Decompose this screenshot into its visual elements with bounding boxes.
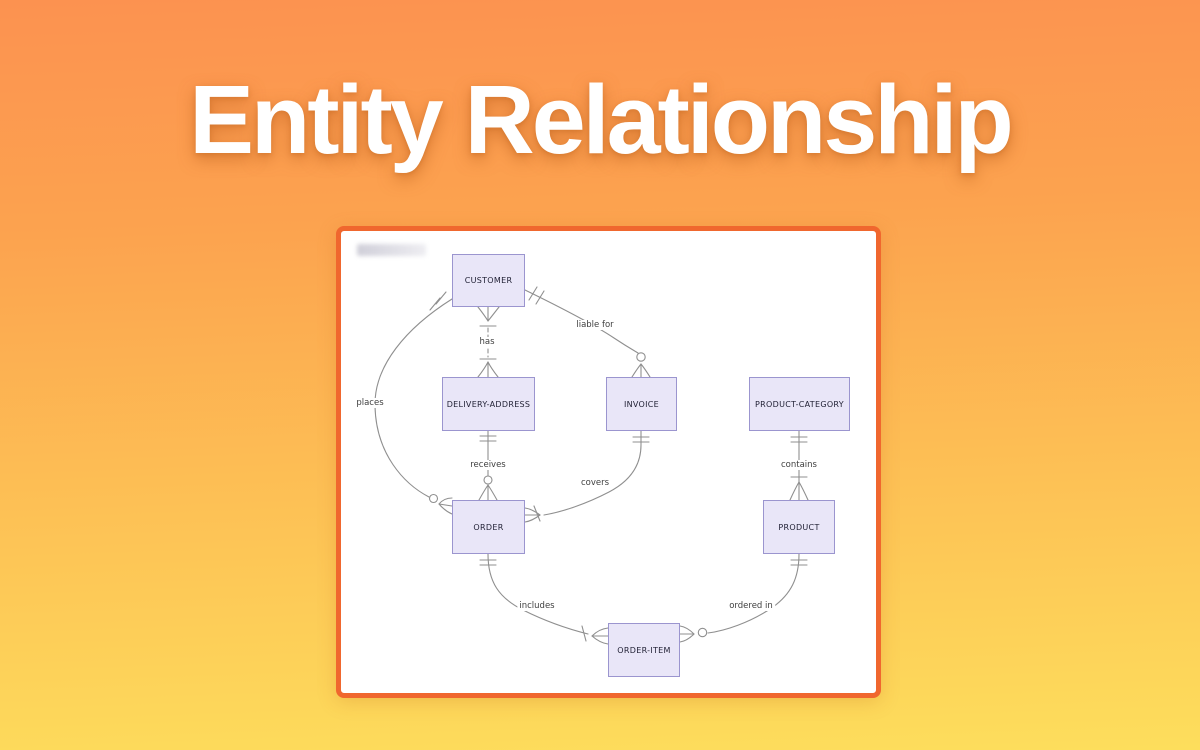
optional-circle-icon — [697, 627, 708, 638]
connector-receives — [478, 430, 498, 501]
entity-order-item: ORDER-ITEM — [608, 623, 680, 677]
relationship-label-covers: covers — [578, 478, 612, 488]
relationship-label-receives: receives — [468, 460, 508, 470]
relationship-label-places: places — [354, 398, 386, 408]
connector-ordered-in — [679, 553, 808, 643]
connector-covers — [524, 430, 650, 523]
connector-places — [374, 291, 453, 515]
entity-product-category: PRODUCT-CATEGORY — [749, 377, 850, 431]
er-diagram: CUSTOMER DELIVERY-ADDRESS INVOICE PRODUC… — [336, 226, 881, 698]
one-one-ticks-icon — [429, 291, 447, 311]
double-tick-icon — [790, 436, 808, 443]
connector-layer — [374, 286, 809, 645]
crowsfoot-many-icon — [679, 625, 695, 643]
optional-circle-icon — [636, 352, 646, 362]
crowsfoot-many-icon — [524, 507, 541, 523]
optional-circle-icon — [428, 493, 439, 504]
entity-delivery-address: DELIVERY-ADDRESS — [442, 377, 535, 431]
crowsfoot-many-icon — [478, 484, 498, 501]
crowsfoot-many-icon — [789, 481, 809, 501]
crowsfoot-many-icon — [591, 627, 609, 645]
crowsfoot-many-icon — [438, 497, 453, 515]
watermark — [357, 244, 426, 256]
one-tick-icon — [581, 625, 587, 642]
page-title: Entity Relationship — [189, 65, 1013, 174]
crowsfoot-many-icon — [477, 306, 500, 322]
entity-order: ORDER — [452, 500, 525, 554]
diagram-card: CUSTOMER DELIVERY-ADDRESS INVOICE PRODUC… — [336, 226, 881, 698]
crowsfoot-many-icon — [477, 361, 499, 378]
relationship-label-ordered-in: ordered in — [727, 601, 775, 611]
relationship-label-includes: includes — [517, 601, 557, 611]
connector-has — [477, 306, 500, 378]
entity-invoice: INVOICE — [606, 377, 677, 431]
double-tick-icon — [632, 436, 650, 443]
double-tick-icon — [479, 559, 497, 566]
relationship-label-contains: contains — [779, 460, 819, 470]
entity-product: PRODUCT — [763, 500, 835, 554]
connector-contains — [789, 430, 809, 501]
crowsfoot-many-icon — [631, 363, 651, 378]
relationship-label-liable-for: liable for — [574, 320, 616, 330]
double-tick-icon — [790, 559, 808, 566]
double-tick-icon — [479, 435, 497, 442]
one-one-ticks-icon — [528, 286, 545, 305]
relationship-label-has: has — [477, 337, 497, 347]
connector-liable-for — [524, 286, 651, 378]
entity-customer: CUSTOMER — [452, 254, 525, 307]
optional-circle-icon — [483, 475, 493, 485]
connector-includes — [479, 553, 609, 645]
